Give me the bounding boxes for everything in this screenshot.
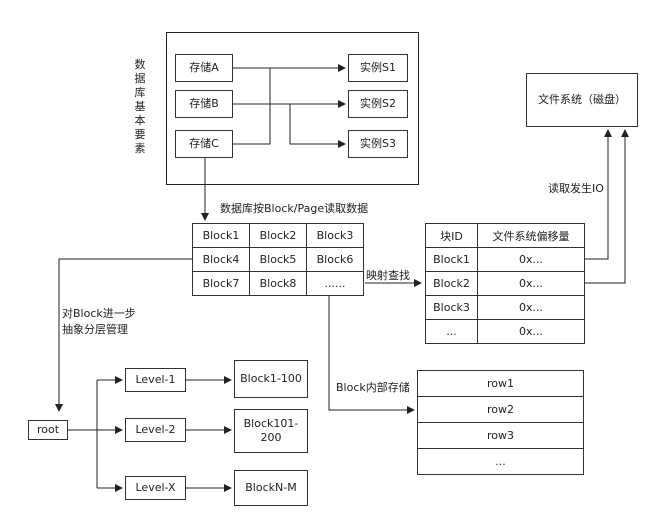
store-a: 存储A xyxy=(175,54,233,82)
block-cell: Block7 xyxy=(192,271,250,296)
mapping-cell: 0x... xyxy=(477,319,585,344)
io-label: 读取发生IO xyxy=(548,182,604,195)
store-b: 存储B xyxy=(175,90,233,118)
instance-s2: 实例S2 xyxy=(348,90,408,118)
block-cell: Block5 xyxy=(249,247,307,272)
mapping-cell: ... xyxy=(425,319,478,344)
mapping-cell: 0x... xyxy=(477,247,585,272)
internal-row: row2 xyxy=(417,396,584,423)
block-cell: ...... xyxy=(306,271,364,296)
block-cell: Block2 xyxy=(249,223,307,248)
map-label: 映射查找 xyxy=(366,269,410,282)
block-grid: Block1 Block2 Block3 Block4 Block5 Block… xyxy=(192,223,364,296)
hierarchy-label: 对Block进一步 抽象分层管理 xyxy=(62,307,136,336)
level-1-node: Level-1 xyxy=(125,368,186,392)
root-node: root xyxy=(28,420,68,440)
internal-label: Block内部存储 xyxy=(336,381,410,394)
arrow-io-2 xyxy=(585,129,629,284)
instance-s3: 实例S3 xyxy=(348,130,408,158)
mapping-cell: Block3 xyxy=(425,295,478,320)
arrow-storeB-s3 xyxy=(289,104,346,148)
internal-row: row3 xyxy=(417,422,584,449)
link-storeC-s1 xyxy=(233,68,271,145)
mapping-cell: Block2 xyxy=(425,271,478,296)
mapping-cell: Block1 xyxy=(425,247,478,272)
database-frame xyxy=(166,32,419,185)
block-cell: Block3 xyxy=(306,223,364,248)
mapping-header: 块ID xyxy=(425,223,478,248)
level-x-node: Level-X xyxy=(125,476,186,500)
mapping-cell: 0x... xyxy=(477,295,585,320)
range-node-1: Block1-100 xyxy=(234,360,308,398)
block-cell: Block4 xyxy=(192,247,250,272)
internal-row: ... xyxy=(417,448,584,475)
instance-s1: 实例S1 xyxy=(348,54,408,82)
mapping-cell: 0x... xyxy=(477,271,585,296)
database-side-label: 数据库基本要素 xyxy=(134,58,146,155)
range-node-x: BlockN-M xyxy=(234,470,308,506)
range-node-2: Block101- 200 xyxy=(234,409,308,453)
arrow-internal xyxy=(328,294,415,414)
read-label: 数据库按Block/Page读取数据 xyxy=(220,202,369,215)
internal-row: row1 xyxy=(417,370,584,397)
filesystem-box: 文件系统（磁盘） xyxy=(526,73,638,127)
store-c: 存储C xyxy=(175,130,233,158)
block-cell: Block6 xyxy=(306,247,364,272)
internal-rows-table: row1 row2 row3 ... xyxy=(417,370,584,475)
mapping-header: 文件系统偏移量 xyxy=(477,223,585,248)
arrow-hierarchy xyxy=(55,258,192,412)
arrow-io-1 xyxy=(585,129,612,260)
block-cell: Block1 xyxy=(192,223,250,248)
mapping-table: 块ID 文件系统偏移量 Block1 0x... Block2 0x... Bl… xyxy=(425,223,585,344)
level-2-node: Level-2 xyxy=(125,418,186,442)
block-cell: Block8 xyxy=(249,271,307,296)
